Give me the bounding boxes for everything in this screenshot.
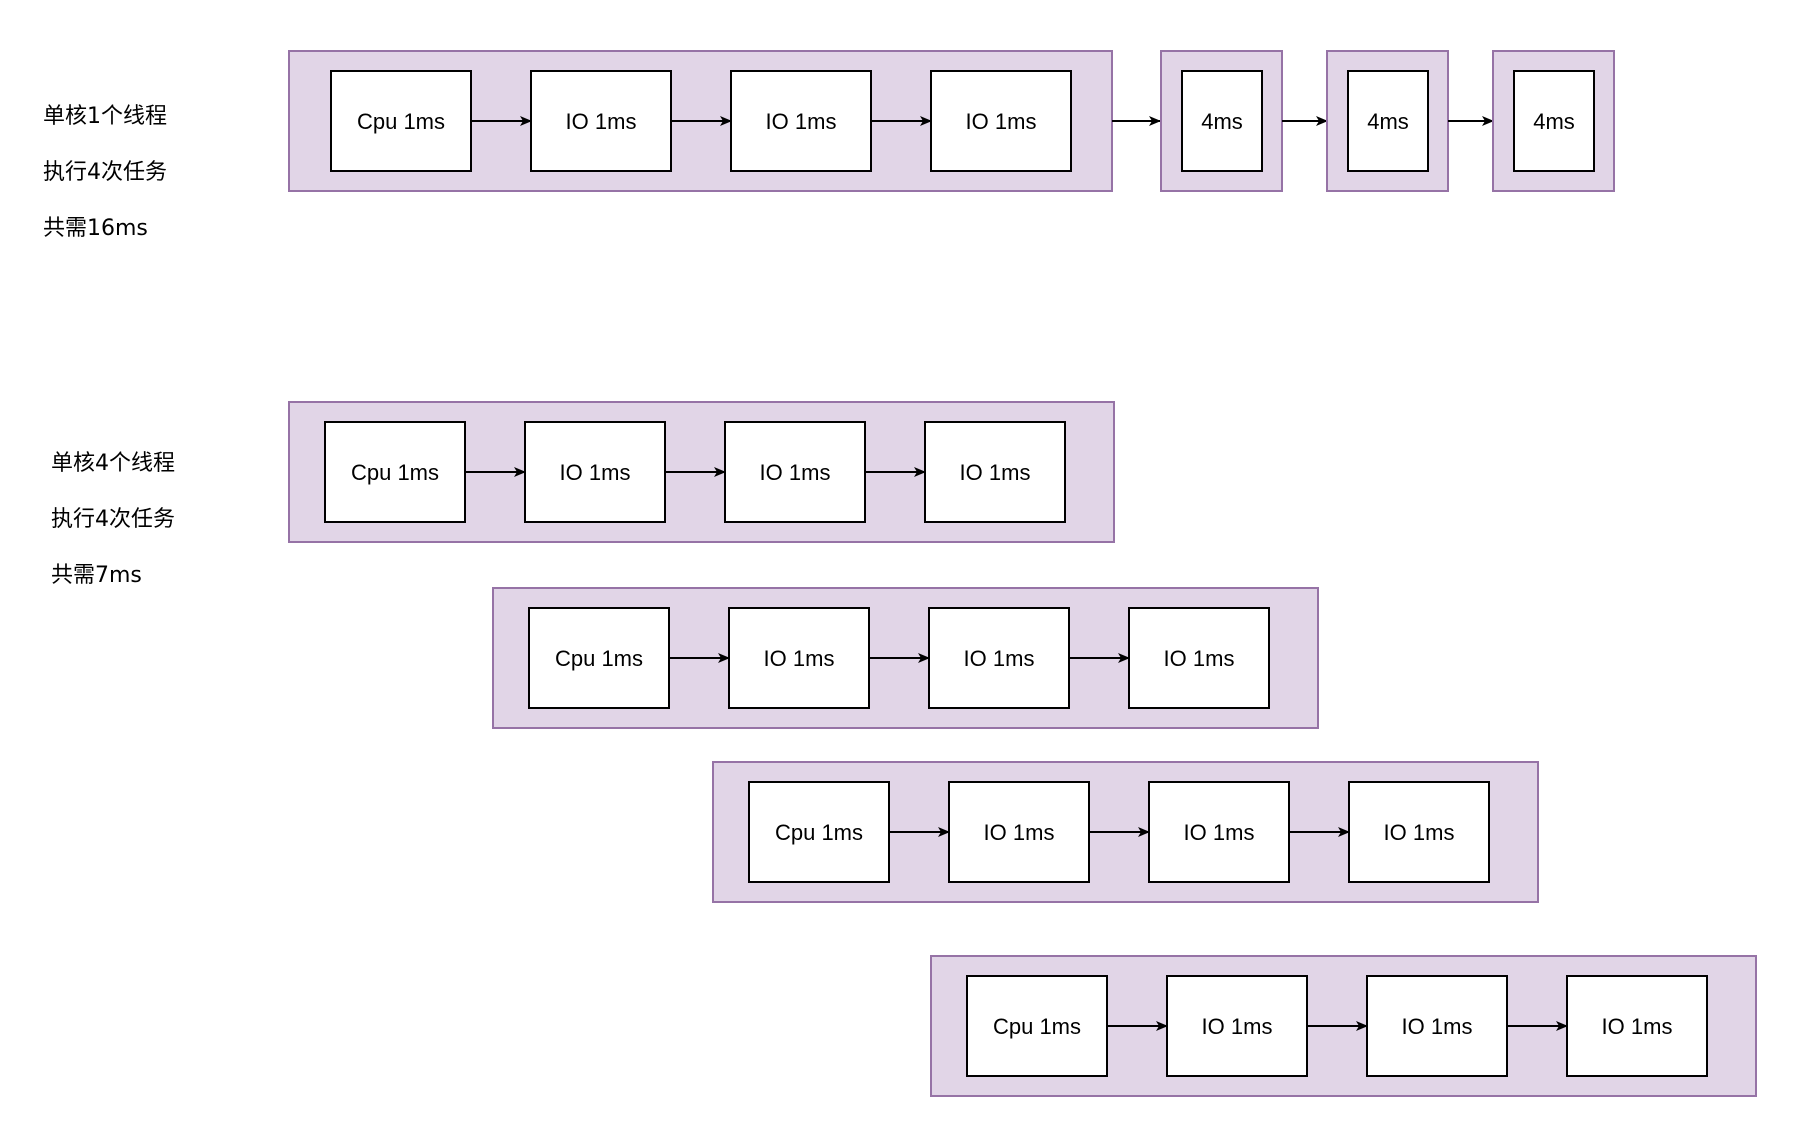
task-box xyxy=(324,421,466,523)
task-label: IO 1ms xyxy=(566,109,637,134)
task-label: IO 1ms xyxy=(1202,1014,1273,1039)
caption-line: 执行4次任务 xyxy=(43,160,167,185)
task-box xyxy=(528,607,670,709)
task-box xyxy=(724,421,866,523)
task-box xyxy=(1181,70,1263,172)
scenario-2-caption: 单核4个线程 执行4次任务 共需7ms xyxy=(51,422,175,618)
task-box xyxy=(1128,607,1270,709)
task-label: 4ms xyxy=(1533,109,1575,134)
task-label: IO 1ms xyxy=(766,109,837,134)
task-label: Cpu 1ms xyxy=(775,820,863,845)
task-label: IO 1ms xyxy=(984,820,1055,845)
task-box xyxy=(1366,975,1508,1077)
task-label: IO 1ms xyxy=(1184,820,1255,845)
task-box xyxy=(1347,70,1429,172)
task-box xyxy=(966,975,1108,1077)
task-label: 4ms xyxy=(1367,109,1409,134)
task-label: 4ms xyxy=(1201,109,1243,134)
task-box xyxy=(530,70,672,172)
caption-line: 单核1个线程 xyxy=(43,104,167,129)
task-label: IO 1ms xyxy=(966,109,1037,134)
task-box xyxy=(330,70,472,172)
task-box xyxy=(928,607,1070,709)
task-label: IO 1ms xyxy=(764,646,835,671)
caption-line: 执行4次任务 xyxy=(51,507,175,532)
task-box xyxy=(924,421,1066,523)
task-label: Cpu 1ms xyxy=(993,1014,1081,1039)
caption-line: 单核4个线程 xyxy=(51,451,175,476)
task-box xyxy=(1166,975,1308,1077)
task-box xyxy=(1148,781,1290,883)
task-label: IO 1ms xyxy=(1602,1014,1673,1039)
caption-line: 共需16ms xyxy=(43,216,148,241)
caption-line: 共需7ms xyxy=(51,563,142,588)
task-label: IO 1ms xyxy=(1402,1014,1473,1039)
scenario-1-caption: 单核1个线程 执行4次任务 共需16ms xyxy=(43,75,167,271)
task-box xyxy=(748,781,890,883)
task-box xyxy=(948,781,1090,883)
task-label: Cpu 1ms xyxy=(351,460,439,485)
task-label: IO 1ms xyxy=(760,460,831,485)
task-label: IO 1ms xyxy=(1164,646,1235,671)
task-box xyxy=(1566,975,1708,1077)
task-label: Cpu 1ms xyxy=(357,109,445,134)
task-label: IO 1ms xyxy=(1384,820,1455,845)
task-label: IO 1ms xyxy=(560,460,631,485)
task-label: IO 1ms xyxy=(964,646,1035,671)
task-label: IO 1ms xyxy=(960,460,1031,485)
task-box xyxy=(930,70,1072,172)
task-box xyxy=(524,421,666,523)
task-label: Cpu 1ms xyxy=(555,646,643,671)
task-box xyxy=(1513,70,1595,172)
task-box xyxy=(1348,781,1490,883)
